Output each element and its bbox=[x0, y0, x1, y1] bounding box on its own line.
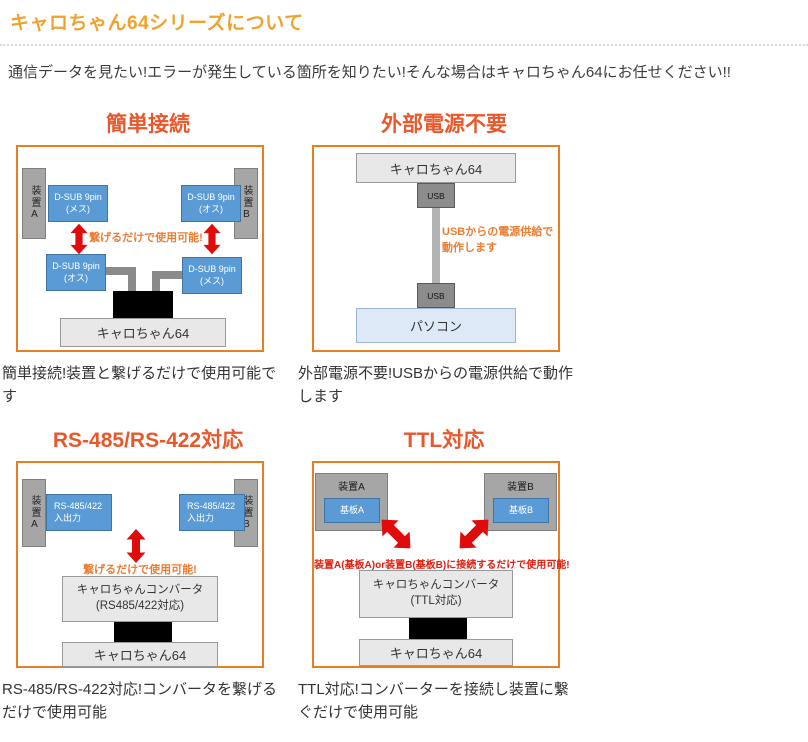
usb-port-bottom: USB bbox=[417, 283, 455, 308]
connector-block bbox=[409, 618, 467, 639]
dsub-connector-top-left: D-SUB 9pin (メス) bbox=[48, 185, 108, 222]
board-a-box: 基板A bbox=[324, 498, 380, 523]
device-a-box: 装置A bbox=[22, 479, 46, 547]
double-arrow-vertical-icon bbox=[203, 223, 221, 255]
feature-easy-connection: 簡単接続 装置A 装置B D-SUB 9pin (メス) D-SUB 9pin … bbox=[0, 108, 296, 424]
feature-no-external-power: 外部電源不要 キャロちゃん64 USB USBからの電源供給で 動作します US… bbox=[296, 108, 592, 424]
cable-segment bbox=[152, 271, 160, 297]
cable-segment bbox=[128, 267, 136, 295]
device-a-label: 装置A bbox=[338, 482, 365, 493]
double-arrow-diagonal-icon bbox=[459, 519, 489, 549]
connector-block bbox=[114, 622, 172, 642]
product-info-page: キャロちゃん64シリーズについて 通信データを見たい!エラーが発生している箇所を… bbox=[0, 8, 808, 740]
easy-connection-diagram: 装置A 装置B D-SUB 9pin (メス) D-SUB 9pin (オス) … bbox=[16, 145, 264, 352]
cable-segment bbox=[152, 271, 182, 279]
device-a-label: 装置A bbox=[29, 185, 40, 222]
device-a-box: 装置A bbox=[22, 168, 46, 239]
dsub-connector-top-right: D-SUB 9pin (オス) bbox=[181, 185, 241, 222]
usb-port-top: USB bbox=[417, 183, 455, 208]
dotted-divider bbox=[0, 44, 808, 46]
device-b-label: 装置B bbox=[241, 185, 252, 222]
feature-ttl: TTL対応 装置A 基板A 装置B 基板B 装置A(基板A)or装置B(基板B)… bbox=[296, 424, 592, 740]
cable-segment bbox=[106, 267, 136, 275]
double-arrow-diagonal-icon bbox=[381, 519, 411, 549]
cyaro64-box: キャロちゃん64 bbox=[359, 639, 513, 666]
feature-rs485: RS-485/RS-422対応 装置A 装置B RS-485/422 入出力 R… bbox=[0, 424, 296, 740]
converter-box: キャロちゃんコンバータ (TTL対応) bbox=[359, 570, 513, 618]
rs485-caption: RS-485/RS-422対応!コンバータを繋げるだけで使用可能 bbox=[2, 681, 278, 721]
pc-box: パソコン bbox=[356, 308, 516, 343]
double-arrow-vertical-icon bbox=[70, 223, 88, 255]
page-title: キャロちゃん64シリーズについて bbox=[10, 13, 304, 34]
feature-grid: 簡単接続 装置A 装置B D-SUB 9pin (メス) D-SUB 9pin … bbox=[0, 108, 808, 740]
cyaro64-box: キャロちゃん64 bbox=[60, 318, 226, 347]
usb-power-note: USBからの電源供給で 動作します bbox=[442, 226, 554, 254]
dsub-connector-bottom-left: D-SUB 9pin (オス) bbox=[46, 254, 106, 291]
no-external-power-diagram: キャロちゃん64 USB USBからの電源供給で 動作します USB パソコン bbox=[312, 145, 560, 352]
ttl-caption: TTL対応!コンバーターを接続し装置に繋ぐだけで使用可能 bbox=[298, 681, 569, 721]
device-a-box: 装置A 基板A bbox=[315, 473, 388, 531]
rs485-io-left: RS-485/422 入出力 bbox=[46, 494, 112, 531]
cyaro64-box: キャロちゃん64 bbox=[62, 642, 218, 667]
rs485-note: 繋げるだけで使用可能! bbox=[83, 564, 197, 576]
device-b-label: 装置B bbox=[241, 494, 252, 532]
easy-connection-caption: 簡単接続!装置と繋げるだけで使用可能です bbox=[2, 365, 277, 405]
cyaro64-box: キャロちゃん64 bbox=[356, 153, 516, 183]
device-a-label: 装置A bbox=[29, 494, 40, 532]
ttl-note: 装置A(基板A)or装置B(基板B)に接続するだけで使用可能! bbox=[314, 560, 570, 571]
usb-cable bbox=[432, 208, 440, 283]
no-external-power-title: 外部電源不要 bbox=[381, 113, 507, 136]
board-b-box: 基板B bbox=[493, 498, 549, 523]
device-b-box: 装置B 基板B bbox=[484, 473, 557, 531]
easy-connection-note: 繋げるだけで使用可能! bbox=[89, 232, 203, 244]
intro-text: 通信データを見たい!エラーが発生している箇所を知りたい!そんな場合はキャロちゃん… bbox=[8, 64, 731, 81]
easy-connection-title: 簡単接続 bbox=[106, 113, 190, 136]
ttl-title: TTL対応 bbox=[403, 429, 485, 452]
rs485-io-right: RS-485/422 入出力 bbox=[179, 494, 245, 531]
rs485-diagram: 装置A 装置B RS-485/422 入出力 RS-485/422 入出力 繋げ… bbox=[16, 461, 264, 668]
ttl-diagram: 装置A 基板A 装置B 基板B 装置A(基板A)or装置B(基板B)に接続するだ… bbox=[312, 461, 570, 668]
connector-block bbox=[113, 291, 173, 318]
dsub-connector-bottom-right: D-SUB 9pin (メス) bbox=[182, 257, 242, 294]
device-b-label: 装置B bbox=[507, 482, 534, 493]
no-external-power-caption: 外部電源不要!USBからの電源供給で動作します bbox=[298, 365, 574, 405]
rs485-title: RS-485/RS-422対応 bbox=[52, 429, 244, 452]
double-arrow-vertical-icon bbox=[126, 529, 146, 563]
converter-box: キャロちゃんコンバータ (RS485/422対応) bbox=[62, 576, 218, 622]
